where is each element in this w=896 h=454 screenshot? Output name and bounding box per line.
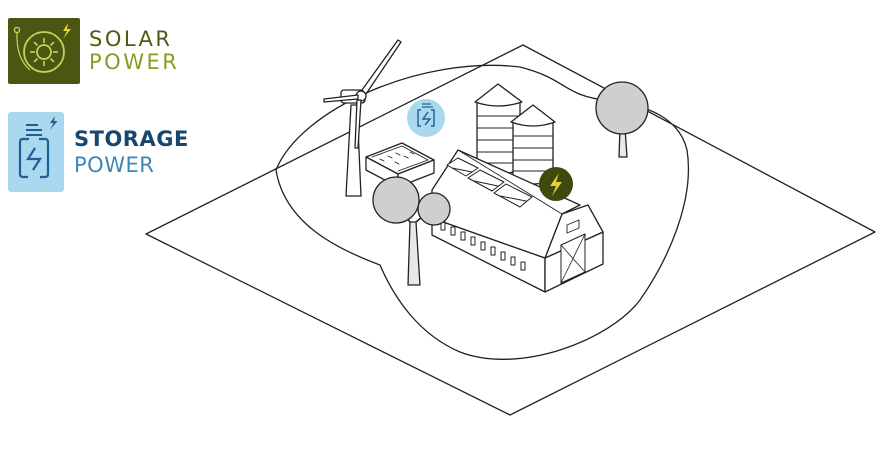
solar-marker (539, 167, 573, 201)
solar-power-legend: SOLAR POWER (8, 18, 179, 84)
tree-left (372, 176, 451, 286)
solar-panels (446, 157, 533, 208)
barn-windows (440, 221, 526, 271)
wind-turbine (323, 39, 402, 197)
solar-label-line1: SOLAR (89, 27, 173, 51)
battery-icon (8, 112, 64, 192)
solar-label-line2: POWER (89, 50, 180, 74)
storage-label-line1: STORAGE (74, 127, 189, 152)
grain-silos (474, 83, 556, 185)
sun-icon (8, 18, 80, 84)
storage-label-line2: POWER (74, 152, 155, 177)
storage-power-legend: STORAGE POWER (8, 112, 189, 192)
battery-marker (407, 99, 445, 137)
tree-right (595, 81, 649, 158)
barn (431, 149, 604, 293)
field-boundary (275, 64, 689, 360)
